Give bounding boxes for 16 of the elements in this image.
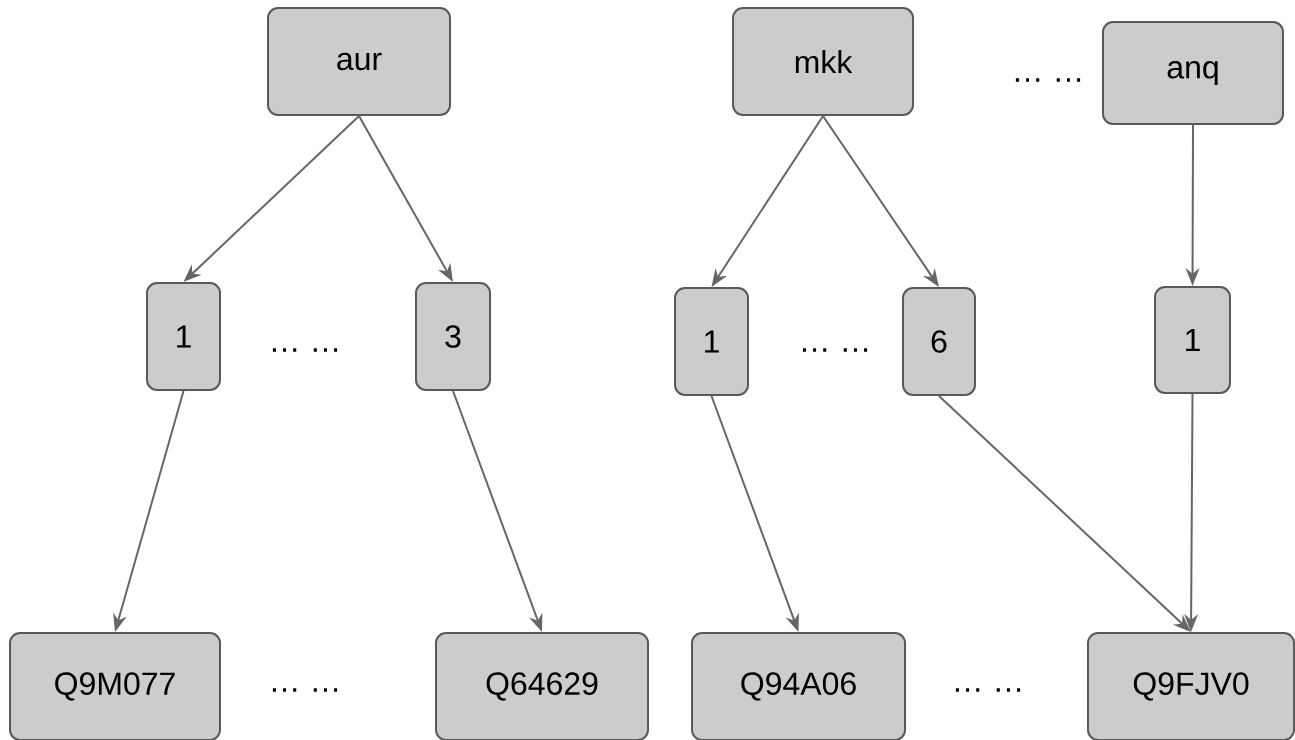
node-box: Q9M077 — [9, 632, 221, 740]
node-box: Q94A06 — [691, 632, 906, 740]
node-box: 1 — [146, 282, 221, 391]
ellipsis-text: … … — [802, 348, 868, 352]
ellipsis-text: … … — [272, 688, 338, 692]
node-box: 6 — [902, 287, 976, 396]
node-box: anq — [1102, 21, 1284, 125]
ellipsis-text: … … — [272, 348, 338, 352]
node-box: Q9FJV0 — [1087, 632, 1295, 740]
node-box: 1 — [1154, 286, 1231, 394]
node-box: 3 — [415, 282, 491, 391]
node-box: 1 — [674, 287, 749, 396]
node-box: Q64629 — [435, 632, 649, 740]
node-box: aur — [267, 7, 451, 116]
node-box: mkk — [732, 7, 914, 116]
ellipsis-text: … … — [955, 688, 1021, 692]
